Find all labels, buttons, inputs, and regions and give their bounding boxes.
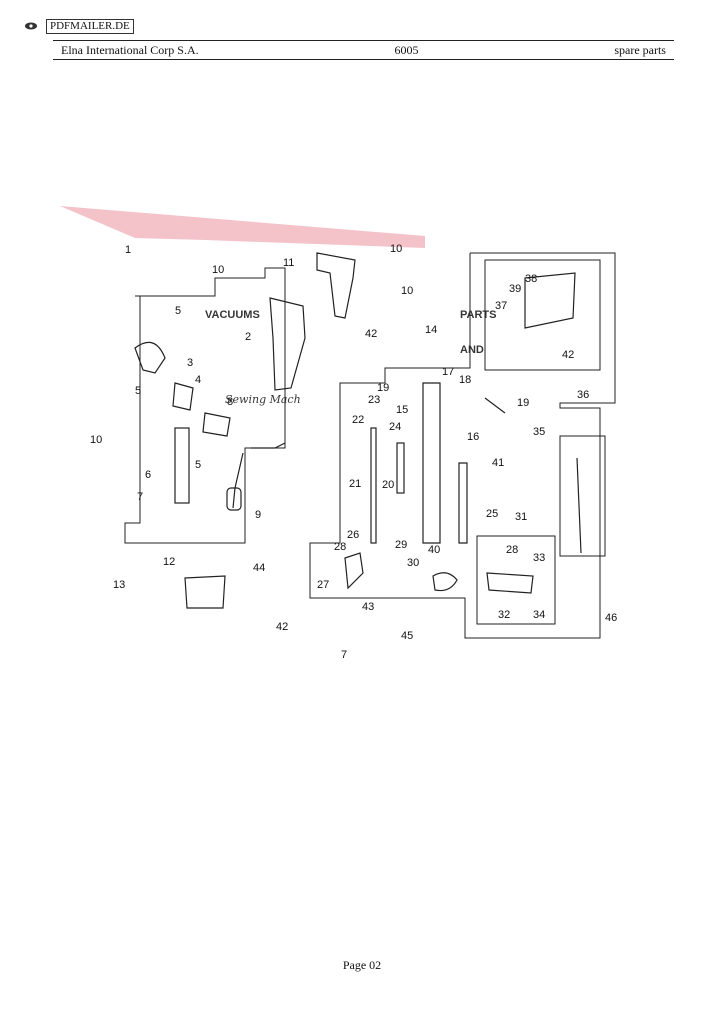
part-label: 33 [533, 552, 545, 564]
part-label: 19 [517, 397, 529, 409]
frame-center [309, 252, 616, 639]
part-label: 30 [407, 557, 419, 569]
part-label: 24 [389, 421, 401, 433]
part-label: 3 [187, 357, 193, 369]
part-label: 5 [175, 305, 181, 317]
frame-left [124, 267, 286, 544]
part-label: 43 [362, 601, 374, 613]
part-plate-25 [458, 462, 468, 544]
part-label: 10 [90, 434, 102, 446]
part-plug-9 [226, 487, 242, 511]
model-number: 6005 [394, 42, 419, 57]
part-labels: 1 2 3 4 5 5 5 6 7 7 8 9 10 10 10 10 11 1… [90, 243, 617, 661]
part-label: 25 [486, 508, 498, 520]
part-shaft-16 [484, 397, 506, 414]
part-label: 46 [605, 612, 617, 624]
part-arm-37 [524, 272, 576, 329]
part-bracket-12 [184, 575, 226, 609]
part-label: 23 [368, 394, 380, 406]
part-label: 12 [163, 556, 175, 568]
part-bracket-11 [316, 252, 356, 319]
part-bar-15 [422, 382, 441, 544]
part-label: 4 [195, 374, 201, 386]
part-bracket-32 [486, 572, 534, 594]
part-label: 7 [341, 649, 347, 661]
part-label: 42 [276, 621, 288, 633]
part-label: 44 [253, 562, 265, 574]
watermark-side-text: PARTS [460, 309, 496, 321]
part-washer-40 [432, 572, 458, 592]
parts-drawings [134, 252, 582, 609]
part-label: 28 [334, 541, 346, 553]
inset-36-frame [484, 259, 601, 371]
part-label: 20 [382, 479, 394, 491]
watermark-text: VACUUMS [205, 309, 260, 321]
watermark: VACUUMS PARTS AND Sewing Mach [60, 206, 496, 406]
part-label: 34 [533, 609, 545, 621]
part-label: 1 [125, 244, 131, 256]
watermark-and-text: AND [460, 344, 484, 356]
company-name: Elna International Corp S.A. [61, 42, 199, 57]
part-label: 7 [137, 491, 143, 503]
parts-diagram: VACUUMS PARTS AND Sewing Mach [60, 206, 617, 661]
part-rod-21 [370, 427, 377, 544]
part-label: 11 [283, 257, 294, 269]
part-label: 28 [506, 544, 518, 556]
part-bracket-2 [269, 297, 306, 391]
top-bar: PDFMAILER.DE [24, 18, 134, 34]
watermark-script: Sewing Mach [225, 393, 301, 406]
part-label: 6 [145, 469, 151, 481]
part-needle-46 [576, 457, 582, 554]
inset-35-frame [559, 435, 606, 557]
part-plate-4 [172, 382, 194, 411]
part-label: 37 [495, 300, 507, 312]
part-label: 22 [352, 414, 364, 426]
part-label: 40 [428, 544, 440, 556]
part-label: 13 [113, 579, 125, 591]
part-spring-24 [396, 442, 405, 494]
part-lever-27 [344, 552, 364, 590]
part-label: 41 [492, 457, 504, 469]
part-label: 8 [227, 396, 233, 408]
section-title: spare parts [614, 42, 666, 57]
part-label: 21 [349, 478, 361, 490]
part-block-8 [202, 412, 231, 437]
part-label: 35 [533, 426, 545, 438]
part-label: 5 [135, 385, 141, 397]
part-label: 45 [401, 630, 413, 642]
part-label: 2 [245, 331, 251, 343]
part-label: 15 [396, 404, 408, 416]
inset-31-frame [476, 535, 556, 625]
part-label: 42 [365, 328, 377, 340]
part-label: 10 [212, 264, 224, 276]
part-label: 19 [377, 382, 389, 394]
page-footer: Page 02 [0, 958, 724, 973]
part-label: 10 [401, 285, 413, 297]
page-number: Page 02 [342, 958, 382, 972]
part-label: 38 [525, 273, 537, 285]
part-label: 17 [442, 366, 454, 378]
part-label: 39 [509, 283, 521, 295]
part-label: 14 [425, 324, 437, 336]
part-label: 18 [459, 374, 471, 386]
group-frames [124, 252, 616, 639]
part-label: 32 [498, 609, 510, 621]
eye-icon [25, 22, 37, 30]
part-label: 9 [255, 509, 261, 521]
part-label: 5 [195, 459, 201, 471]
part-hook-3 [134, 341, 166, 374]
part-label: 16 [467, 431, 479, 443]
part-lever-6 [174, 427, 190, 504]
part-label: 36 [577, 389, 589, 401]
page-header: Elna International Corp S.A. 6005 spare … [53, 40, 674, 60]
part-label: 27 [317, 579, 329, 591]
site-badge[interactable]: PDFMAILER.DE [46, 18, 134, 34]
part-label: 42 [562, 349, 574, 361]
part-label: 31 [515, 511, 527, 523]
part-label: 26 [347, 529, 359, 541]
part-label: 10 [390, 243, 402, 255]
part-label: 29 [395, 539, 407, 551]
